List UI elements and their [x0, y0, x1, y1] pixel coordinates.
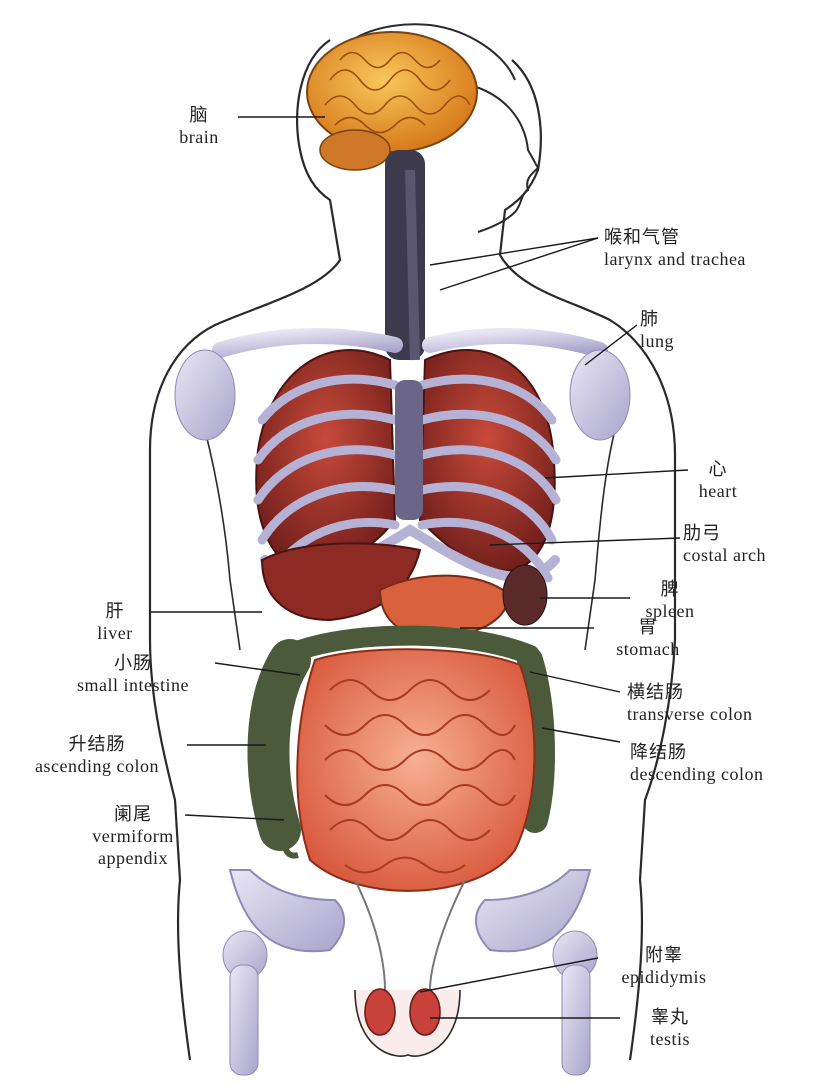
label-epididymis: 附睾 epididymis: [604, 944, 724, 988]
label-stomach-en: stomach: [598, 638, 698, 660]
label-descending-colon-zh: 降结肠: [630, 741, 763, 763]
label-brain: 脑 brain: [165, 104, 233, 148]
label-testis-zh: 睾丸: [630, 1006, 710, 1028]
label-appendix-en2: appendix: [78, 847, 188, 869]
label-stomach: 胃 stomach: [598, 616, 698, 660]
label-spleen-zh: 脾: [630, 578, 710, 600]
label-ascending-colon-en: ascending colon: [8, 755, 186, 777]
femur-right: [562, 965, 590, 1075]
label-appendix-zh: 阑尾: [78, 803, 188, 825]
testis-right: [410, 989, 440, 1035]
label-epididymis-en: epididymis: [604, 966, 724, 988]
clavicle-left: [220, 336, 395, 350]
label-brain-zh: 脑: [165, 104, 233, 126]
label-epididymis-zh: 附睾: [604, 944, 724, 966]
label-lung-zh: 肺: [640, 308, 674, 330]
arm-line-left: [205, 430, 240, 650]
label-costal-arch-zh: 肋弓: [683, 522, 766, 544]
label-small-intestine-zh: 小肠: [48, 652, 218, 674]
label-descending-colon-en: descending colon: [630, 763, 763, 785]
label-appendix-en1: vermiform: [78, 825, 188, 847]
femur-left: [230, 965, 258, 1075]
humerus-head-right: [570, 350, 630, 440]
label-heart-zh: 心: [688, 458, 748, 480]
sternum: [395, 380, 423, 520]
label-heart-en: heart: [688, 480, 748, 502]
label-ascending-colon: 升结肠 ascending colon: [8, 733, 186, 777]
label-larynx-zh: 喉和气管: [604, 226, 746, 248]
label-testis: 睾丸 testis: [630, 1006, 710, 1050]
label-larynx: 喉和气管 larynx and trachea: [604, 226, 746, 270]
label-transverse-colon: 横结肠 transverse colon: [627, 681, 752, 725]
label-costal-arch: 肋弓 costal arch: [683, 522, 766, 566]
label-small-intestine: 小肠 small intestine: [48, 652, 218, 696]
label-lung: 肺 lung: [640, 308, 674, 352]
label-larynx-en: larynx and trachea: [604, 248, 746, 270]
label-transverse-colon-zh: 横结肠: [627, 681, 752, 703]
label-lung-en: lung: [640, 330, 674, 352]
cerebellum: [320, 130, 390, 170]
ascending-colon: [269, 660, 290, 830]
testis-left: [365, 989, 395, 1035]
label-descending-colon: 降结肠 descending colon: [630, 741, 763, 785]
label-costal-arch-en: costal arch: [683, 544, 766, 566]
label-liver-en: liver: [80, 622, 150, 644]
label-appendix: 阑尾 vermiform appendix: [78, 803, 188, 869]
label-liver-zh: 肝: [80, 600, 150, 622]
trachea: [410, 170, 415, 360]
label-ascending-colon-zh: 升结肠: [8, 733, 186, 755]
label-liver: 肝 liver: [80, 600, 150, 644]
clavicle-right: [430, 336, 600, 350]
label-stomach-zh: 胃: [598, 616, 698, 638]
spleen-organ: [503, 565, 547, 625]
label-testis-en: testis: [630, 1028, 710, 1050]
label-heart: 心 heart: [688, 458, 748, 502]
vas-deferens: [355, 880, 465, 990]
label-brain-en: brain: [165, 126, 233, 148]
label-small-intestine-en: small intestine: [48, 674, 218, 696]
label-transverse-colon-en: transverse colon: [627, 703, 752, 725]
humerus-head-left: [175, 350, 235, 440]
